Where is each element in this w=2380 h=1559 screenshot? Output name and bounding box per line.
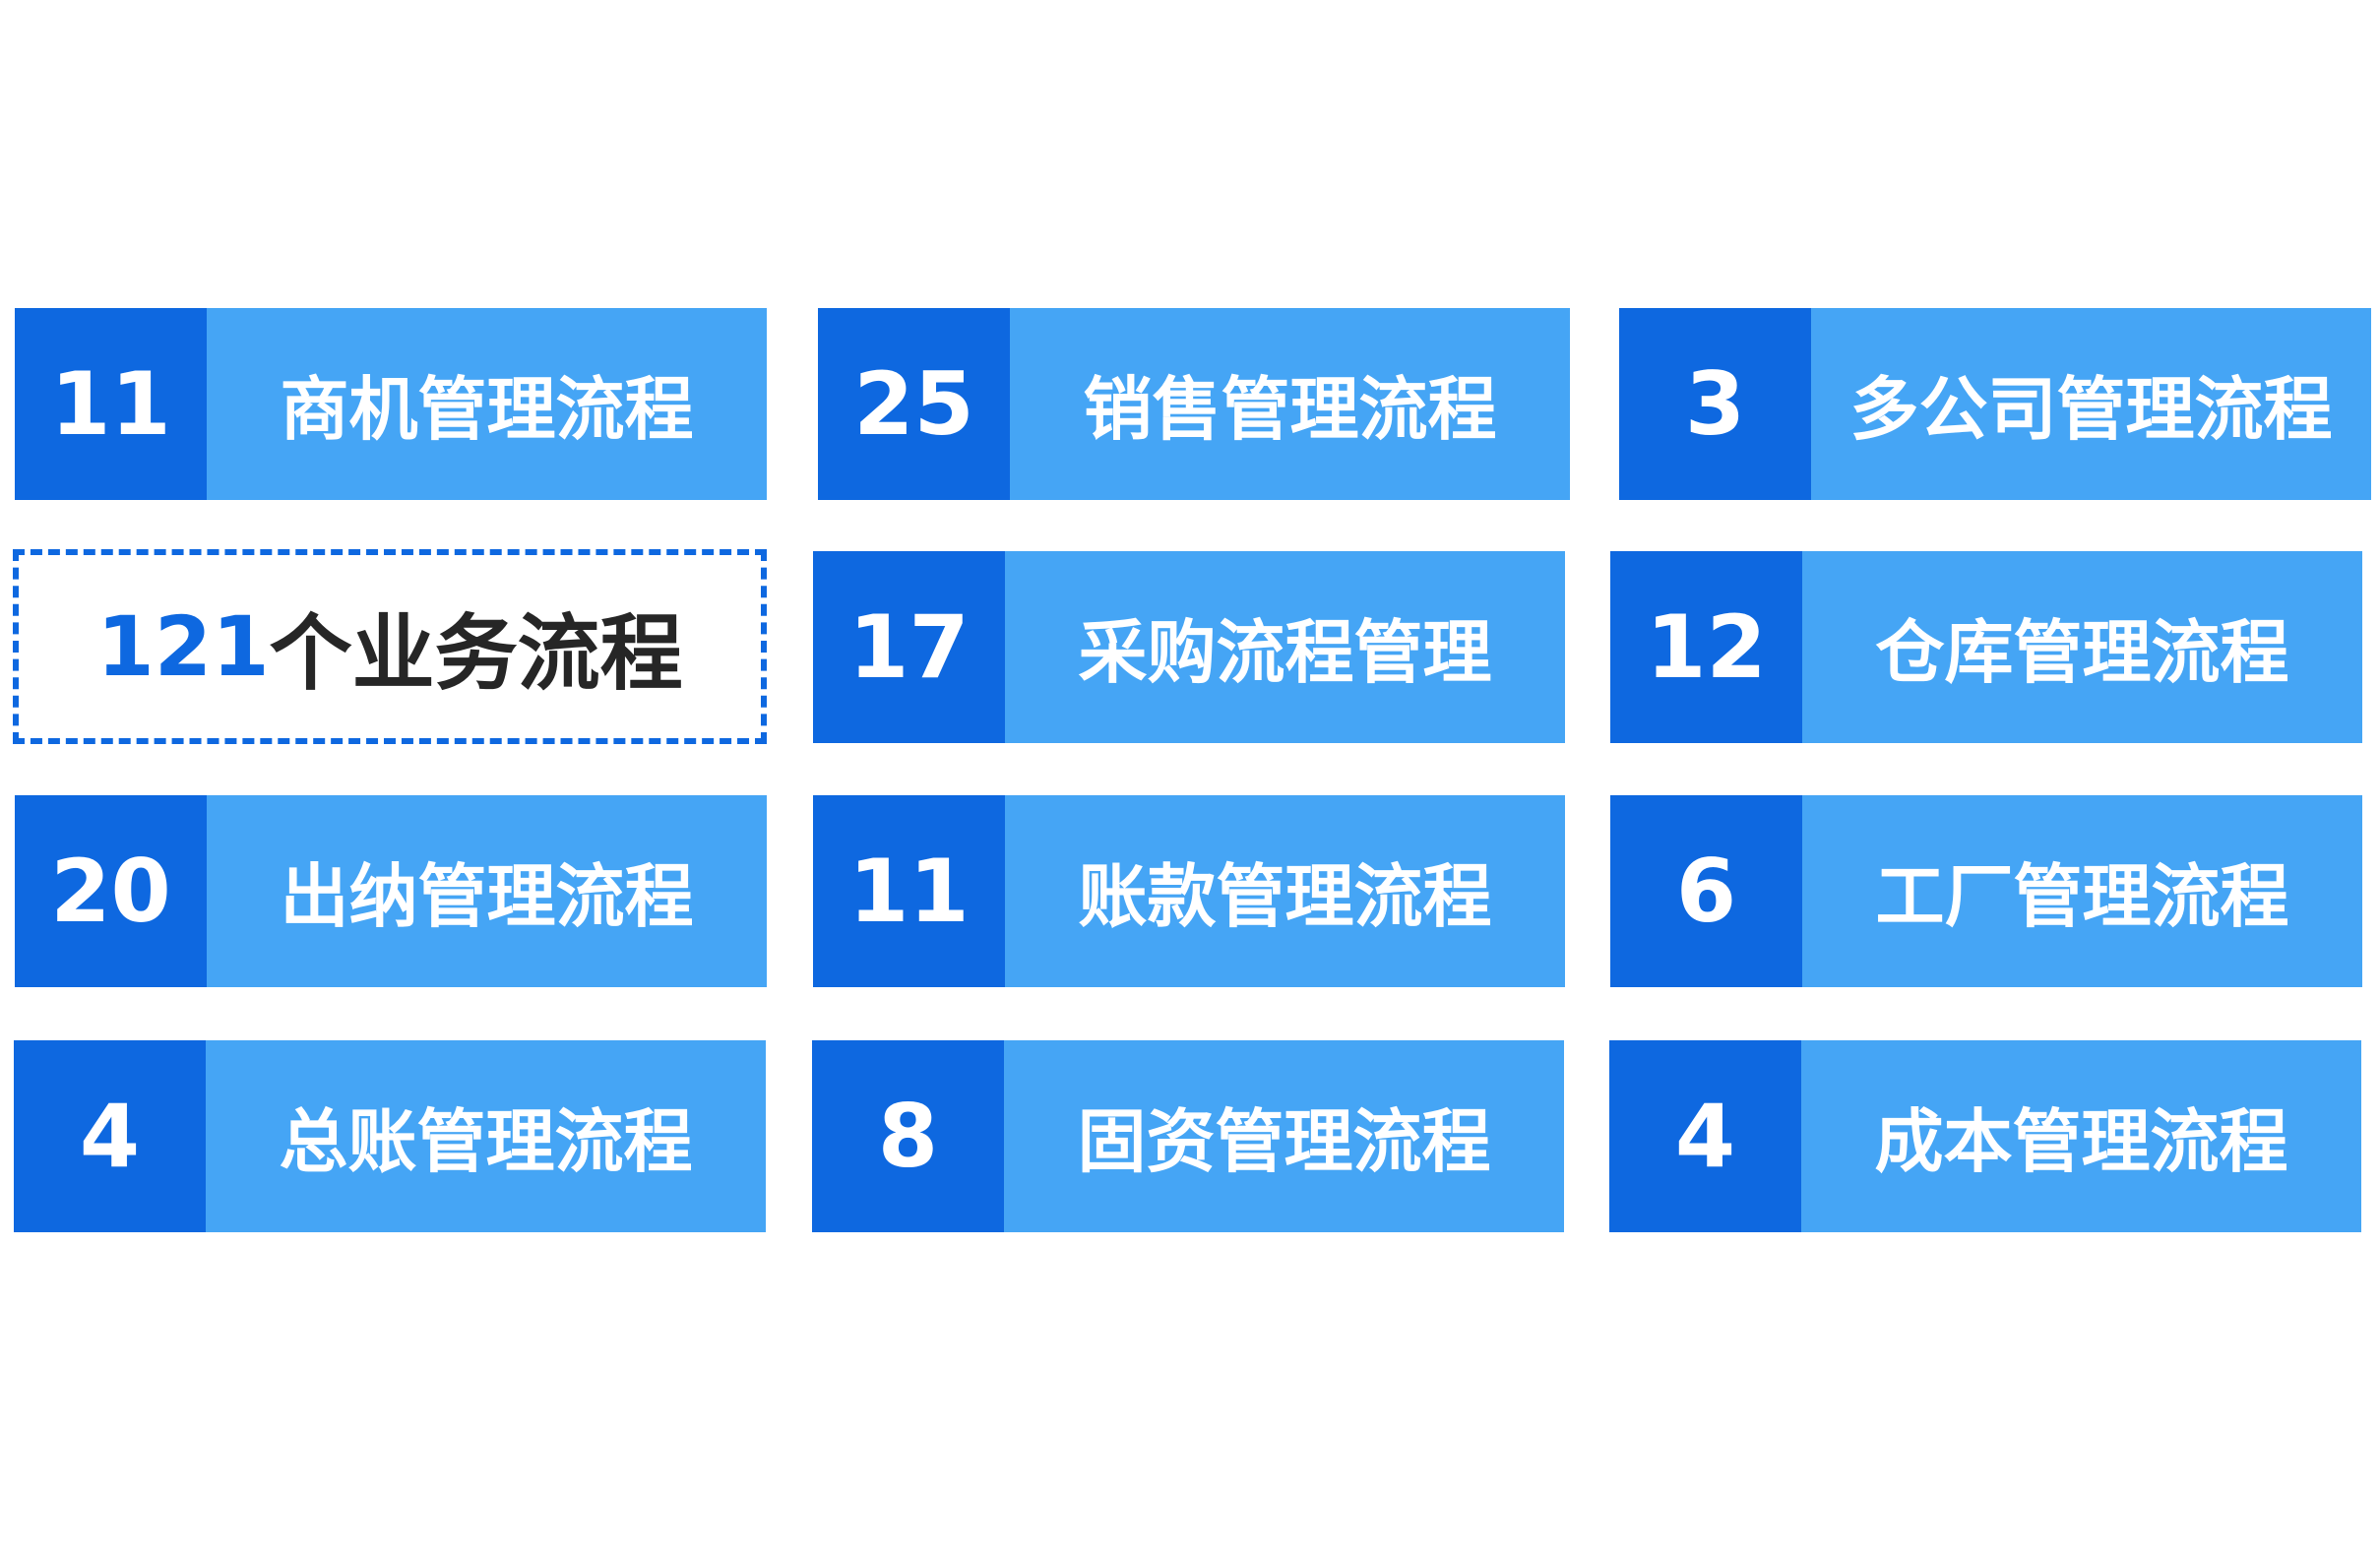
tile-count: 3 bbox=[1619, 308, 1811, 500]
tile-purchase: 17 采购流程管理 bbox=[813, 551, 1565, 743]
tile-count: 6 bbox=[1610, 795, 1802, 987]
tile-warehouse: 12 仓库管理流程 bbox=[1610, 551, 2362, 743]
tile-count: 8 bbox=[812, 1040, 1004, 1232]
tile-accounts: 11 账款管理流程 bbox=[813, 795, 1565, 987]
total-label: 个业务流程 bbox=[269, 604, 683, 702]
total-processes-box: 121 个业务流程 bbox=[13, 549, 767, 744]
tile-label: 采购流程管理 bbox=[1005, 551, 1565, 743]
tile-count: 17 bbox=[813, 551, 1005, 743]
tile-cost: 4 成本管理流程 bbox=[1609, 1040, 2361, 1232]
tile-opportunity: 11 商机管理流程 bbox=[15, 308, 767, 500]
tile-sales: 25 销售管理流程 bbox=[818, 308, 1570, 500]
tile-count: 25 bbox=[818, 308, 1010, 500]
tile-multi-company: 3 多公司管理流程 bbox=[1619, 308, 2371, 500]
tile-count: 11 bbox=[813, 795, 1005, 987]
tile-count: 20 bbox=[15, 795, 207, 987]
tile-label: 账款管理流程 bbox=[1005, 795, 1565, 987]
tile-factory: 6 工厂管理流程 bbox=[1610, 795, 2362, 987]
tile-label: 仓库管理流程 bbox=[1802, 551, 2362, 743]
tile-general-ledger: 4 总账管理流程 bbox=[14, 1040, 766, 1232]
tile-count: 11 bbox=[15, 308, 207, 500]
tile-label: 出纳管理流程 bbox=[207, 795, 767, 987]
tile-label: 商机管理流程 bbox=[207, 308, 767, 500]
tile-label: 多公司管理流程 bbox=[1811, 308, 2371, 500]
tile-count: 4 bbox=[14, 1040, 206, 1232]
tile-count: 12 bbox=[1610, 551, 1802, 743]
tile-label: 工厂管理流程 bbox=[1802, 795, 2362, 987]
tile-cashier: 20 出纳管理流程 bbox=[15, 795, 767, 987]
tile-label: 固资管理流程 bbox=[1004, 1040, 1564, 1232]
tile-label: 成本管理流程 bbox=[1801, 1040, 2361, 1232]
tile-label: 总账管理流程 bbox=[206, 1040, 766, 1232]
tile-label: 销售管理流程 bbox=[1010, 308, 1570, 500]
tile-fixed-assets: 8 固资管理流程 bbox=[812, 1040, 1564, 1232]
tile-count: 4 bbox=[1609, 1040, 1801, 1232]
total-count: 121 bbox=[96, 598, 270, 695]
